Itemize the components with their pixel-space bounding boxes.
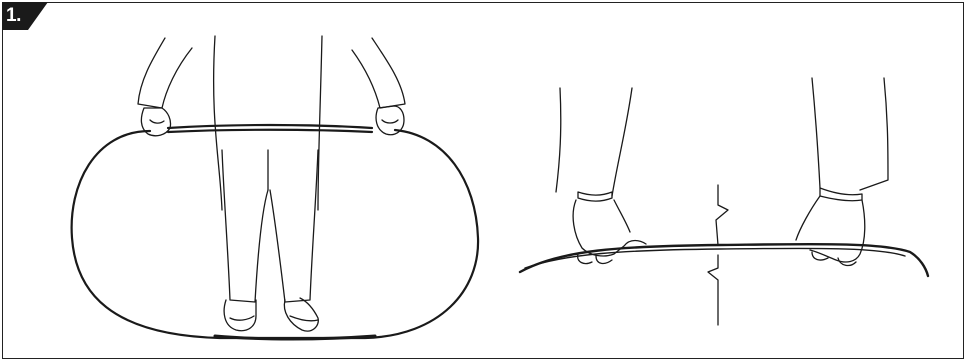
hands-bending-board-figure: [520, 78, 928, 325]
left-arm: [138, 38, 192, 108]
trouser-left: [222, 150, 268, 302]
right-shoe: [284, 298, 318, 331]
right-grip-hand: [796, 196, 865, 262]
step-number: 1.: [6, 5, 21, 27]
right-hand: [376, 106, 404, 135]
right-arm: [352, 38, 405, 108]
person-holding-loop-figure: [72, 36, 478, 339]
left-sleeve: [556, 88, 632, 196]
break-line: [708, 185, 728, 325]
right-sleeve: [812, 78, 888, 190]
left-hand: [141, 108, 170, 136]
board-loop: [72, 130, 478, 338]
trouser-right: [270, 150, 318, 302]
left-shoe: [224, 300, 256, 331]
board-loop-top: [168, 125, 372, 132]
